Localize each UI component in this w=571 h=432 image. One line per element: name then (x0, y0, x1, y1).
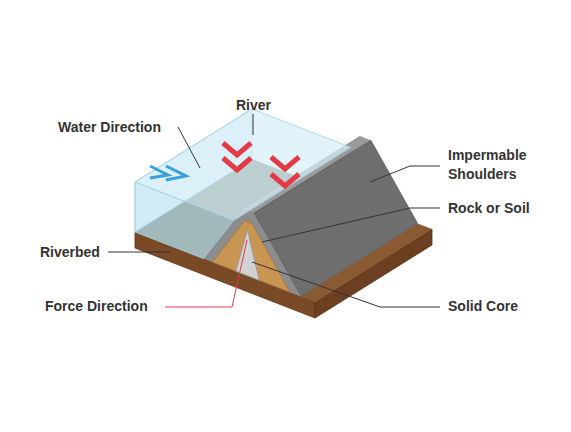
callout-label: Rock or Soil (448, 199, 568, 218)
force-arrow (223, 143, 251, 155)
water-arrow (166, 166, 186, 180)
water-surface (135, 109, 351, 220)
leader-line (252, 262, 440, 307)
force-leader-line (165, 240, 247, 307)
leader-line (178, 127, 200, 168)
leader-line (262, 208, 440, 242)
force-arrow (223, 158, 251, 170)
callout-label: Riverbed (40, 243, 130, 262)
callout-label: River (236, 96, 296, 115)
callout-label: Water Direction (58, 118, 188, 137)
callout-label: Force Direction (45, 297, 175, 316)
leader-line (370, 166, 440, 182)
callout-label: Impermable Shoulders (448, 146, 548, 184)
water-arrow (150, 166, 168, 178)
leader-line (108, 252, 170, 253)
force-arrow (271, 157, 299, 169)
callout-label: Solid Core (448, 297, 568, 316)
force-arrow (271, 174, 299, 186)
leader-line (253, 114, 254, 135)
